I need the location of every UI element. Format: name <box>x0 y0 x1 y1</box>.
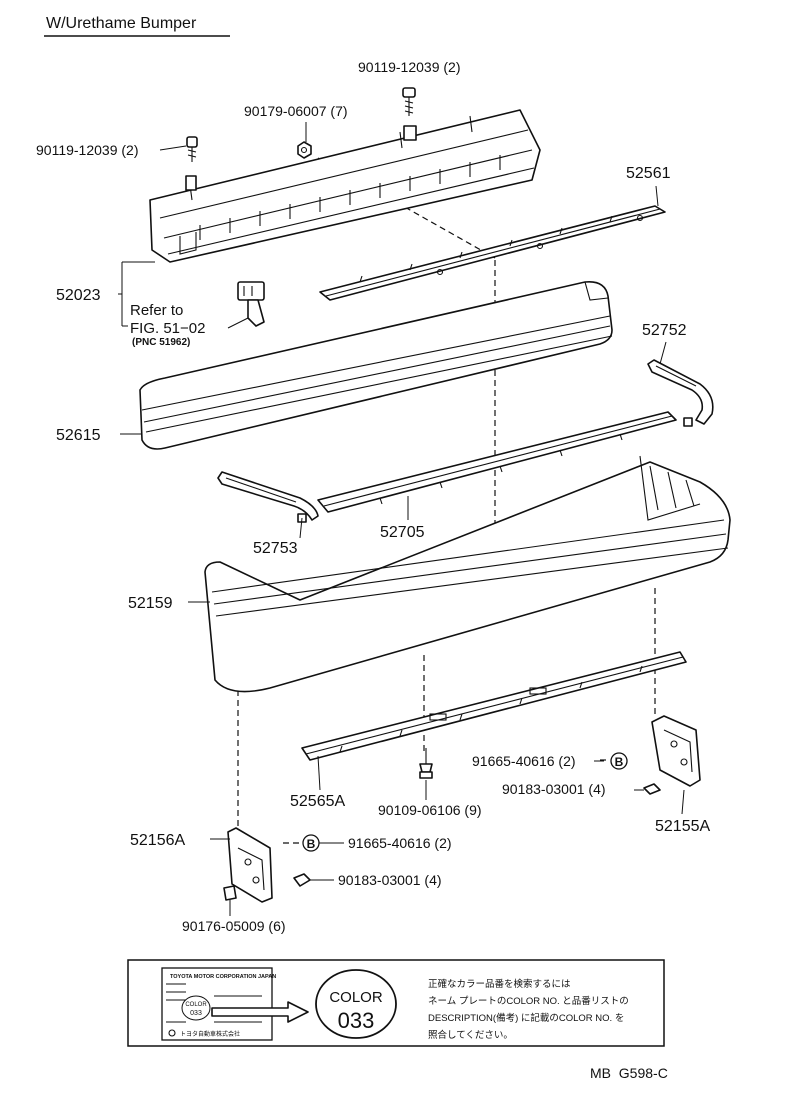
color-word: COLOR <box>329 989 383 1006</box>
label-screw-right: 91665-40616 (2) <box>472 753 576 769</box>
marker-b-right-label: B <box>615 755 624 769</box>
label-refer-pnc: (PNC 51962) <box>132 337 190 348</box>
label-screw-left: 91665-40616 (2) <box>348 835 452 851</box>
label-nut-left: 90183-03001 (4) <box>338 872 442 888</box>
label-clip-center: 90109-06106 (9) <box>378 802 482 818</box>
label-retainer-lower: 52565A <box>290 793 345 810</box>
marker-b-left-label: B <box>307 837 316 851</box>
lower-retainer <box>301 651 687 761</box>
bumper-cover-upper <box>139 280 613 450</box>
label-side-moulding-right: 52752 <box>642 322 687 339</box>
label-refer-fig: FIG. 51−02 <box>130 320 205 337</box>
bumper-cover <box>204 455 731 693</box>
label-bumper-cover: 52159 <box>128 595 173 612</box>
nut-right-icon <box>643 783 661 795</box>
label-bolt-left: 90119-12039 (2) <box>36 142 138 158</box>
bolt-top-icon <box>402 87 416 116</box>
plate-header: TOYOTA MOTOR CORPORATION JAPAN <box>170 974 276 980</box>
note-line-1: 正確なカラー品番を検索するには <box>428 978 571 990</box>
bracket-bracket-lines <box>118 261 155 327</box>
plate-maker: トヨタ自動車株式会社 <box>180 1030 240 1038</box>
label-bracket-assy: 52023 <box>56 287 101 304</box>
label-side-moulding-left: 52753 <box>253 540 298 557</box>
label-nut-right: 90183-03001 (4) <box>502 781 606 797</box>
name-plate-icon: TOYOTA MOTOR CORPORATION JAPAN COLOR 033… <box>161 967 276 1041</box>
plate-color-value: 033 <box>190 1010 202 1017</box>
bolt-left-icon <box>186 136 198 162</box>
label-nut-top: 90179-06007 (7) <box>244 103 348 119</box>
label-refer-to: Refer to <box>130 302 183 319</box>
bumper-reinforcement-bracket <box>149 109 541 263</box>
marker-b-right <box>610 752 628 770</box>
reinforcement-bar <box>319 205 666 301</box>
color-code: 033 <box>338 1008 375 1033</box>
clip-left-icon <box>223 885 237 901</box>
clip-center-icon <box>419 748 433 779</box>
label-bolt-top: 90119-12039 (2) <box>358 59 460 75</box>
nut-top-icon <box>297 141 312 159</box>
connector-icon <box>237 281 265 327</box>
side-moulding-left <box>217 471 319 523</box>
note-line-2: ネーム プレートのCOLOR NO. と品番リストの <box>428 995 629 1007</box>
arrow-icon <box>211 1001 309 1023</box>
nut-left-icon <box>293 873 311 887</box>
color-badge: COLOR 033 <box>315 969 397 1039</box>
footer-reference: MB G598-C <box>590 1065 668 1081</box>
diagram-title: W/Urethame Bumper <box>46 15 197 32</box>
bracket-right <box>651 715 701 787</box>
label-clip-left: 90176-05009 (6) <box>182 918 286 934</box>
label-bumper-cover-upper: 52615 <box>56 427 101 444</box>
note-line-3: DESCRIPTION(備考) に記載のCOLOR NO. を <box>428 1012 624 1024</box>
color-note-box: TOYOTA MOTOR CORPORATION JAPAN COLOR 033… <box>127 959 665 1047</box>
label-bracket-left: 52156A <box>130 832 185 849</box>
label-bracket-right: 52155A <box>655 818 710 835</box>
note-line-4: 照合してください。 <box>428 1029 513 1041</box>
label-lower-moulding: 52705 <box>380 524 425 541</box>
label-reinforcement: 52561 <box>626 165 671 182</box>
side-moulding-right <box>647 359 714 427</box>
lower-moulding <box>317 411 677 513</box>
plate-color-label: COLOR <box>185 1002 207 1008</box>
bracket-left <box>227 827 273 903</box>
